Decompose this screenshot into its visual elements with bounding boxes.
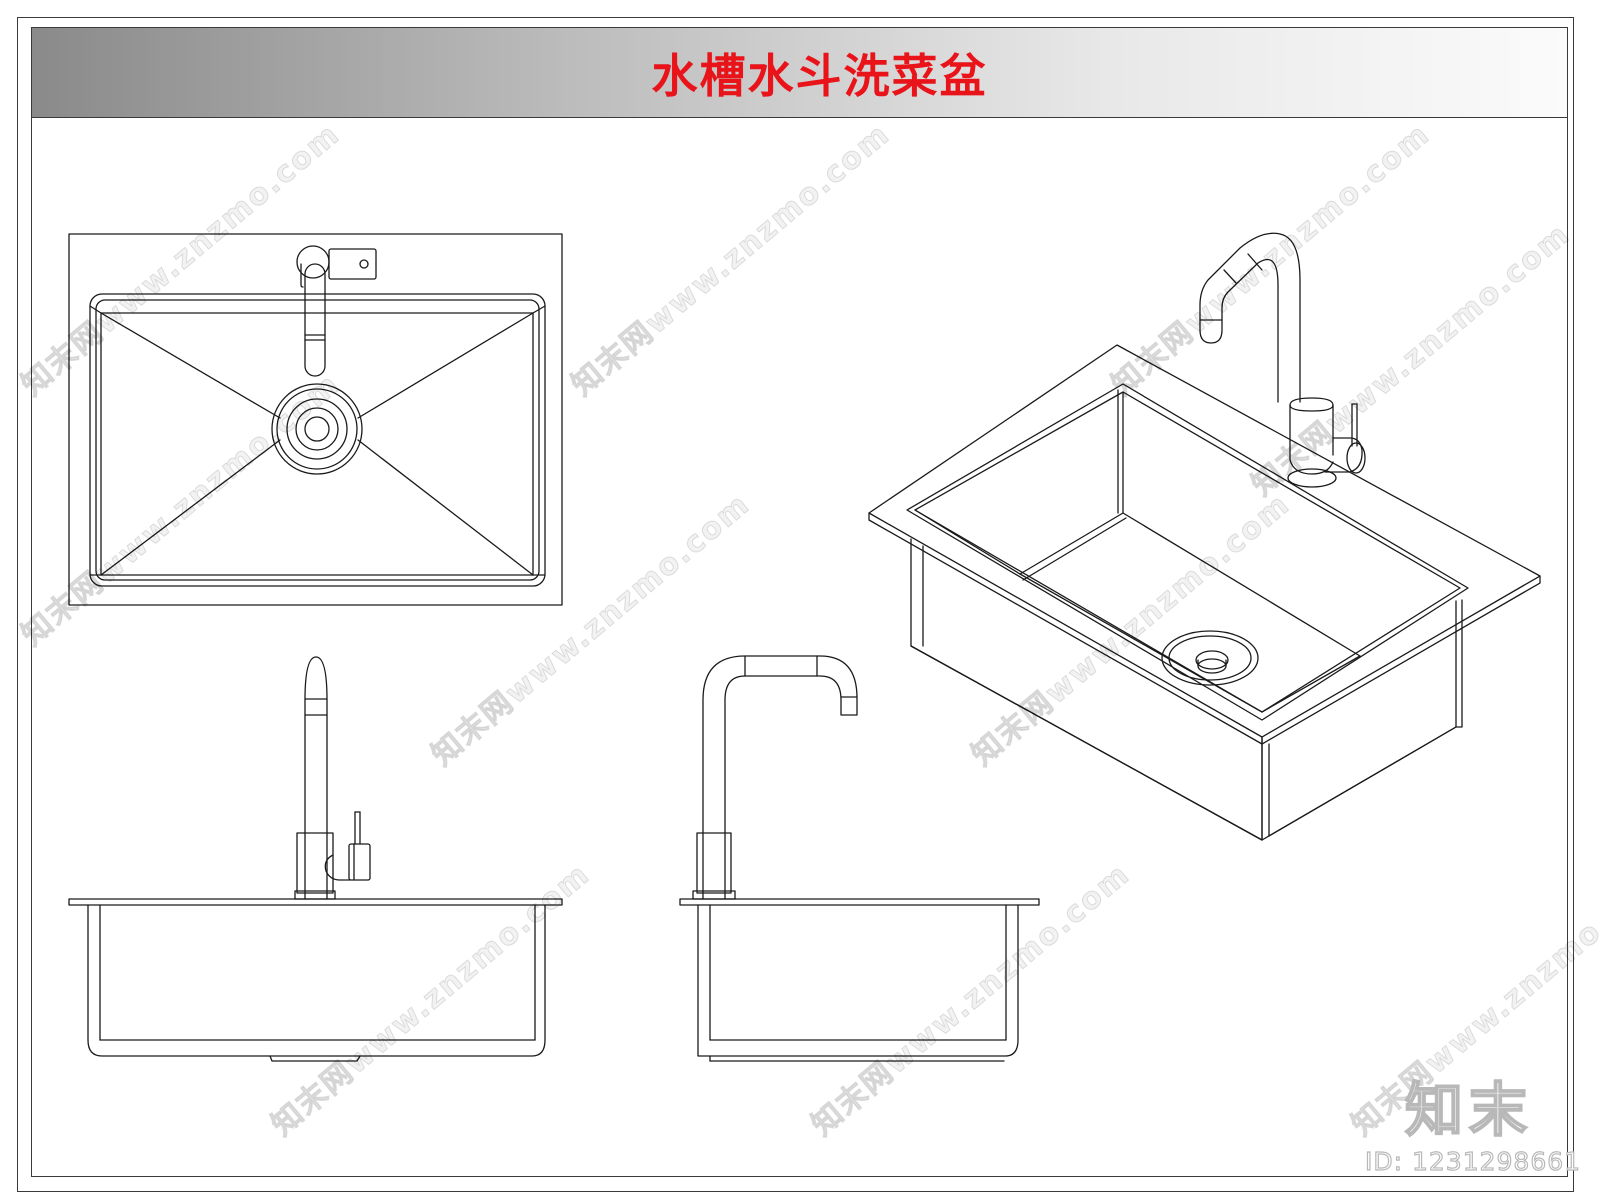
top-view-countertop-plate xyxy=(68,233,563,606)
isometric-drain xyxy=(1161,630,1259,686)
top-view-crease xyxy=(357,312,534,419)
brand-logo: 知末 xyxy=(1404,1075,1534,1145)
side-elevation xyxy=(679,655,1040,1062)
top-view-drain xyxy=(271,383,363,475)
front-elevation-countertop xyxy=(68,898,563,906)
top-view-faucet xyxy=(296,245,377,377)
isometric-bowl-rim xyxy=(906,383,1469,721)
title-bar: 水槽水斗洗菜盆 xyxy=(32,28,1567,118)
outer-frame xyxy=(17,17,1574,1192)
front-elevation-faucet xyxy=(294,656,371,900)
top-view-crease xyxy=(100,439,281,576)
top-view-crease xyxy=(100,312,281,419)
top-view-bowl-floor xyxy=(100,312,534,576)
side-elevation-countertop xyxy=(679,898,1040,906)
id-label: ID: 1231298661 xyxy=(1364,1146,1582,1176)
front-elevation-bowl-body xyxy=(87,904,546,1057)
front-elevation xyxy=(68,656,563,1062)
top-view xyxy=(68,233,563,606)
side-elevation-bowl-body xyxy=(697,904,1019,1057)
inner-frame xyxy=(31,27,1568,1177)
isometric-faucet xyxy=(1199,232,1366,488)
front-elevation-drain xyxy=(269,1055,361,1062)
page-title: 水槽水斗洗菜盆 xyxy=(651,48,988,103)
top-view-crease xyxy=(357,439,534,576)
side-elevation-faucet xyxy=(692,655,858,900)
top-view-bowl-rim xyxy=(89,293,546,587)
isometric-view xyxy=(868,232,1541,841)
